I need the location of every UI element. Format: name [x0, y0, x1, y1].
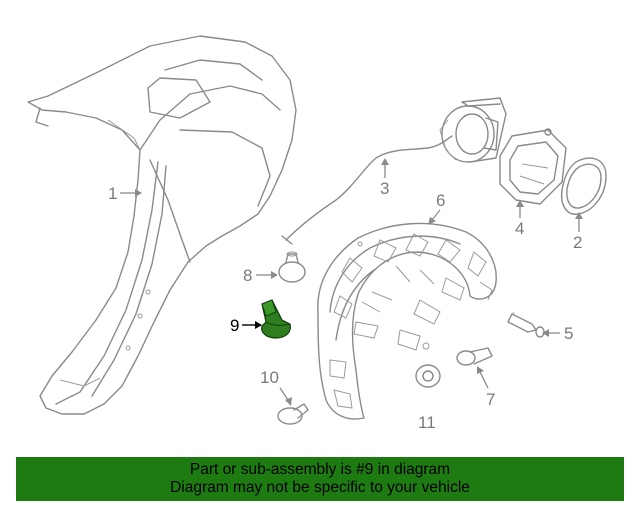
svg-text:10: 10: [260, 368, 279, 387]
quarter-panel[interactable]: [27, 35, 297, 415]
clip-10[interactable]: [277, 403, 309, 425]
info-banner: Part or sub-assembly is #9 in diagram Di…: [16, 457, 624, 501]
svg-text:6: 6: [436, 191, 445, 210]
svg-text:8: 8: [243, 266, 252, 285]
fastener-9-highlighted[interactable]: [261, 299, 291, 339]
parts-diagram: 1 2 3 4 5 6 7 8 9 10: [27, 35, 607, 432]
callout-4: 4: [515, 200, 524, 238]
callout-6: 6: [428, 191, 445, 225]
svg-text:9: 9: [230, 316, 239, 335]
callout-7: 7: [477, 366, 495, 409]
callout-11: 11: [418, 413, 436, 432]
fuel-filler-housing[interactable]: [439, 97, 507, 163]
banner-line-disclaimer: Diagram may not be specific to your vehi…: [170, 479, 470, 496]
fuel-door-seal[interactable]: [560, 157, 607, 215]
callout-1: 1: [108, 184, 142, 203]
callout-8: 8: [243, 266, 278, 285]
callout-2: 2: [573, 212, 583, 252]
push-pin-clip[interactable]: [456, 347, 493, 366]
svg-text:4: 4: [515, 219, 524, 238]
bolt[interactable]: [507, 311, 545, 338]
callout-10: 10: [260, 368, 292, 406]
svg-text:11: 11: [418, 413, 436, 432]
callout-9: 9: [230, 316, 262, 335]
callout-5: 5: [542, 324, 573, 343]
svg-text:1: 1: [108, 184, 117, 203]
fuel-door[interactable]: [499, 128, 567, 205]
svg-text:5: 5: [564, 324, 573, 343]
grommet-11[interactable]: [415, 364, 441, 388]
fastener-8[interactable]: [278, 251, 306, 283]
svg-text:2: 2: [573, 233, 582, 252]
callout-3: 3: [380, 158, 389, 198]
wheelhouse-liner[interactable]: [317, 222, 497, 420]
fuel-door-release-cable[interactable]: [281, 135, 453, 245]
svg-text:3: 3: [380, 179, 389, 198]
banner-line-part-number: Part or sub-assembly is #9 in diagram: [189, 461, 451, 478]
svg-text:7: 7: [486, 390, 495, 409]
